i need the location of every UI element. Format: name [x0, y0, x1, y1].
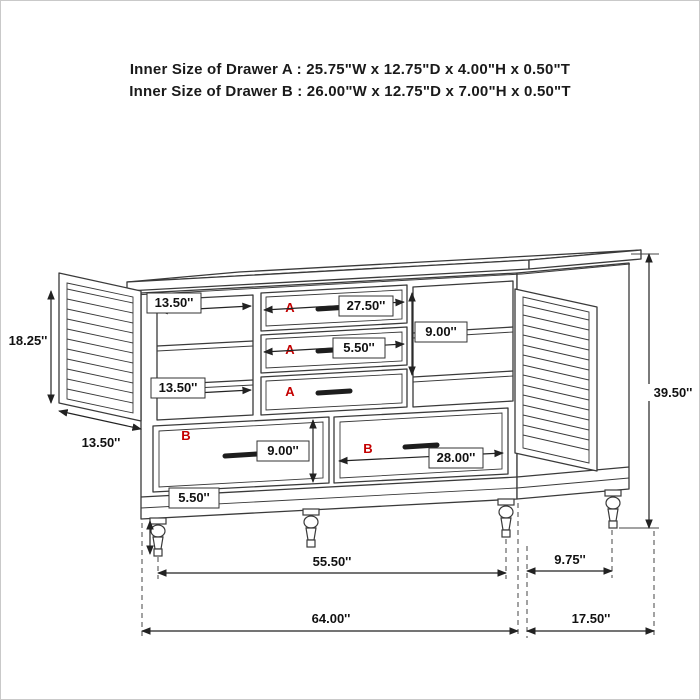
dim-leg-height: 5.50'' — [146, 487, 220, 555]
leg-height-label: 5.50'' — [178, 490, 209, 505]
drawer-b-right-letter: B — [363, 441, 372, 456]
dim-door-width: 13.50'' — [58, 409, 142, 450]
center-stack-height-label: 9.00'' — [425, 324, 456, 339]
drawer-a-front-height-label: 5.50'' — [343, 340, 374, 355]
drawer-b-left-bevel — [158, 421, 324, 488]
dim-shelf-width-top: 13.50'' — [146, 292, 252, 315]
left-door-louvers — [66, 288, 134, 404]
drawer-b-height-label: 9.00'' — [267, 443, 298, 458]
right-door-frame — [522, 296, 590, 464]
drawer-inner-size-specs: Inner Size of Drawer A : 25.75"W x 12.75… — [1, 59, 699, 103]
dim-center-stack-height: 9.00'' — [408, 292, 468, 376]
shelf-width-top-label: 13.50'' — [155, 295, 194, 310]
shelf-width-bottom-label: 13.50'' — [159, 380, 198, 395]
dim-drawer-a-width: 27.50'' — [263, 295, 405, 317]
front-right-leg — [497, 498, 515, 538]
dim-leg-depth-spacing: 9.75'' — [526, 552, 613, 575]
right-door — [514, 288, 598, 472]
drawer-b-spec-text: Inner Size of Drawer B : 26.00"W x 12.75… — [129, 83, 571, 100]
drawer-b-right-handle — [402, 442, 440, 450]
dim-base-width: 55.50'' — [157, 554, 507, 577]
dim-overall-depth: 17.50'' — [526, 611, 655, 635]
door-height-label: 18.25'' — [9, 333, 48, 348]
drawer-a2-letter: A — [285, 342, 295, 357]
drawer-a-width-label: 27.50'' — [347, 298, 386, 313]
drawer-a3-bevel — [265, 373, 403, 411]
dim-door-height: 18.25'' — [9, 290, 55, 404]
front-center-leg — [302, 508, 320, 548]
overall-depth-label: 17.50'' — [572, 611, 611, 626]
base-width-label: 55.50'' — [313, 554, 352, 569]
dim-drawer-a-front-height: 5.50'' — [263, 337, 405, 359]
drawer-a2-bevel — [265, 331, 403, 369]
front-left-leg — [149, 517, 167, 557]
dim-shelf-width-bottom: 13.50'' — [150, 377, 252, 399]
leg-depth-spacing-label: 9.75'' — [554, 552, 585, 567]
drawer-b-width-label: 28.00'' — [437, 450, 476, 465]
overall-height-label: 39.50'' — [654, 385, 693, 400]
right-door-panel — [514, 288, 598, 472]
left-door — [58, 272, 142, 422]
right-compartment — [412, 280, 514, 408]
back-right-leg — [604, 489, 622, 529]
right-compartment-opening — [412, 280, 514, 408]
dim-drawer-b-width: 28.00'' — [338, 447, 504, 469]
drawer-a1-bevel — [265, 289, 403, 327]
dim-overall-width: 64.00'' — [141, 611, 519, 635]
overall-width-label: 64.00'' — [312, 611, 351, 626]
dim-overall-height: 39.50'' — [619, 253, 698, 529]
drawer-a3-handle — [315, 388, 353, 396]
left-door-panel — [58, 272, 142, 422]
left-compartment-opening — [156, 294, 254, 421]
left-compartment — [156, 294, 254, 421]
door-width-label: 13.50'' — [82, 435, 121, 450]
drawer-a3-letter: A — [285, 384, 295, 399]
dim-drawer-b-height: 9.00'' — [256, 419, 317, 483]
drawer-b-left-letter: B — [181, 428, 190, 443]
drawer-a1-letter: A — [285, 300, 295, 315]
drawer-a-spec-text: Inner Size of Drawer A : 25.75"W x 12.75… — [129, 61, 571, 78]
drawer-b-left-handle — [222, 451, 260, 459]
right-door-louvers — [522, 304, 590, 451]
top-right-edge — [528, 249, 642, 270]
